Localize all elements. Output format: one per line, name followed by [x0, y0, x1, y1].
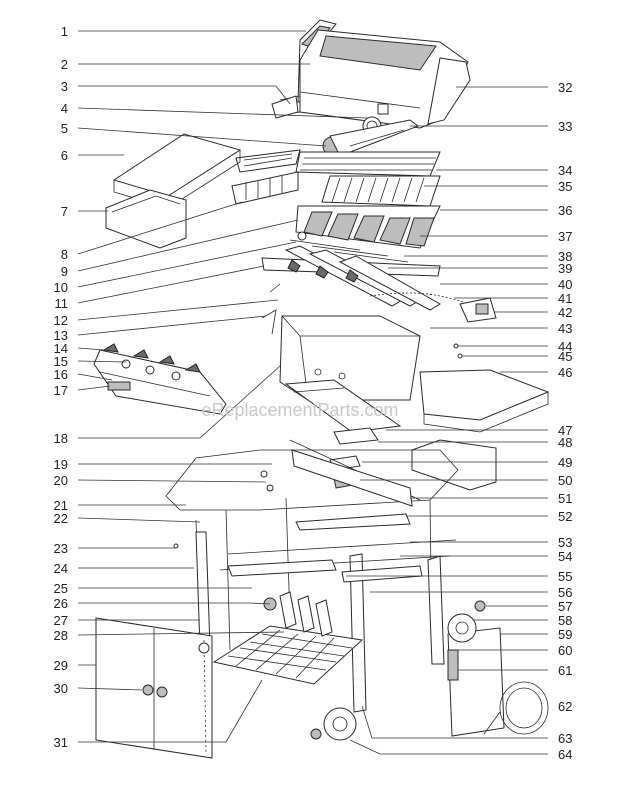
callout-3: 3 [61, 79, 68, 94]
wheels [310, 600, 486, 741]
callout-40: 40 [558, 277, 572, 292]
callout-14: 14 [54, 341, 68, 356]
callout-19: 19 [54, 457, 68, 472]
callout-1: 1 [61, 24, 68, 39]
callout-26: 26 [54, 596, 68, 611]
callout-10: 10 [54, 280, 68, 295]
callout-44: 44 [558, 339, 572, 354]
callout-2: 2 [61, 57, 68, 72]
callout-57: 57 [558, 599, 572, 614]
leader-lines [77, 30, 548, 755]
callout-53: 53 [558, 535, 572, 550]
callout-23: 23 [54, 541, 68, 556]
cooking-grates [295, 151, 441, 207]
callout-18: 18 [54, 431, 68, 446]
callout-45: 45 [558, 349, 572, 364]
callout-36: 36 [558, 203, 572, 218]
callout-41: 41 [558, 291, 572, 306]
callout-61: 61 [558, 663, 572, 678]
callout-24: 24 [54, 561, 68, 576]
callout-22: 22 [54, 511, 68, 526]
callout-9: 9 [61, 264, 68, 279]
callout-56: 56 [558, 585, 572, 600]
lid-assembly [271, 19, 471, 129]
callout-17: 17 [54, 383, 68, 398]
cookbox [279, 315, 421, 401]
callout-39: 39 [558, 261, 572, 276]
callout-60: 60 [558, 643, 572, 658]
callout-6: 6 [61, 148, 68, 163]
callout-4: 4 [61, 101, 68, 116]
gas-line-assembly [369, 292, 497, 323]
flavorizer-bars [295, 205, 441, 249]
callout-35: 35 [558, 179, 572, 194]
callout-63: 63 [558, 731, 572, 746]
callout-46: 46 [558, 365, 572, 380]
callout-48: 48 [558, 435, 572, 450]
cart-frame [165, 439, 459, 713]
callout-43: 43 [558, 321, 572, 336]
callout-28: 28 [54, 628, 68, 643]
callout-15: 15 [54, 354, 68, 369]
watermark: eReplacementParts.com [201, 400, 398, 420]
callout-32: 32 [558, 80, 572, 95]
thermometer-assembly [322, 103, 420, 157]
callout-42: 42 [558, 305, 572, 320]
callout-64: 64 [558, 747, 572, 762]
callout-5: 5 [61, 121, 68, 136]
callout-12: 12 [54, 313, 68, 328]
callout-55: 55 [558, 569, 572, 584]
callout-11: 11 [55, 296, 69, 311]
callout-49: 49 [558, 455, 572, 470]
callout-54: 54 [558, 549, 572, 564]
callout-16: 16 [54, 367, 68, 382]
part-drawings [93, 19, 550, 759]
right-side-panel [447, 627, 505, 737]
callout-13: 13 [54, 328, 68, 343]
front-doors [95, 617, 213, 759]
callout-30: 30 [54, 681, 68, 696]
callout-29: 29 [54, 658, 68, 673]
warming-rack [231, 149, 301, 205]
left-callouts: 1 2 3 4 5 6 7 8 9 10 11 12 13 14 15 16 1… [54, 24, 68, 750]
callout-20: 20 [54, 473, 68, 488]
callout-33: 33 [558, 119, 572, 134]
callout-8: 8 [61, 247, 68, 262]
callout-38: 38 [558, 249, 572, 264]
callout-51: 51 [558, 491, 572, 506]
callout-21: 21 [54, 498, 68, 513]
callout-27: 27 [54, 613, 68, 628]
right-callouts: 32 33 34 35 36 37 38 39 40 41 42 43 44 4… [558, 80, 572, 762]
callout-52: 52 [558, 509, 572, 524]
small-hardware [173, 283, 463, 654]
callout-37: 37 [558, 229, 572, 244]
callout-7: 7 [61, 204, 68, 219]
callout-34: 34 [558, 163, 572, 178]
callout-58: 58 [558, 613, 572, 628]
callout-31: 31 [54, 735, 68, 750]
callout-47: 47 [558, 423, 572, 438]
callout-62: 62 [558, 699, 572, 714]
callout-50: 50 [558, 473, 572, 488]
callout-59: 59 [558, 627, 572, 642]
gas-hose [483, 681, 549, 735]
callout-25: 25 [54, 581, 68, 596]
control-panel [93, 343, 227, 415]
left-side-shelf [105, 133, 242, 249]
bottom-shelf-rack [212, 625, 364, 685]
